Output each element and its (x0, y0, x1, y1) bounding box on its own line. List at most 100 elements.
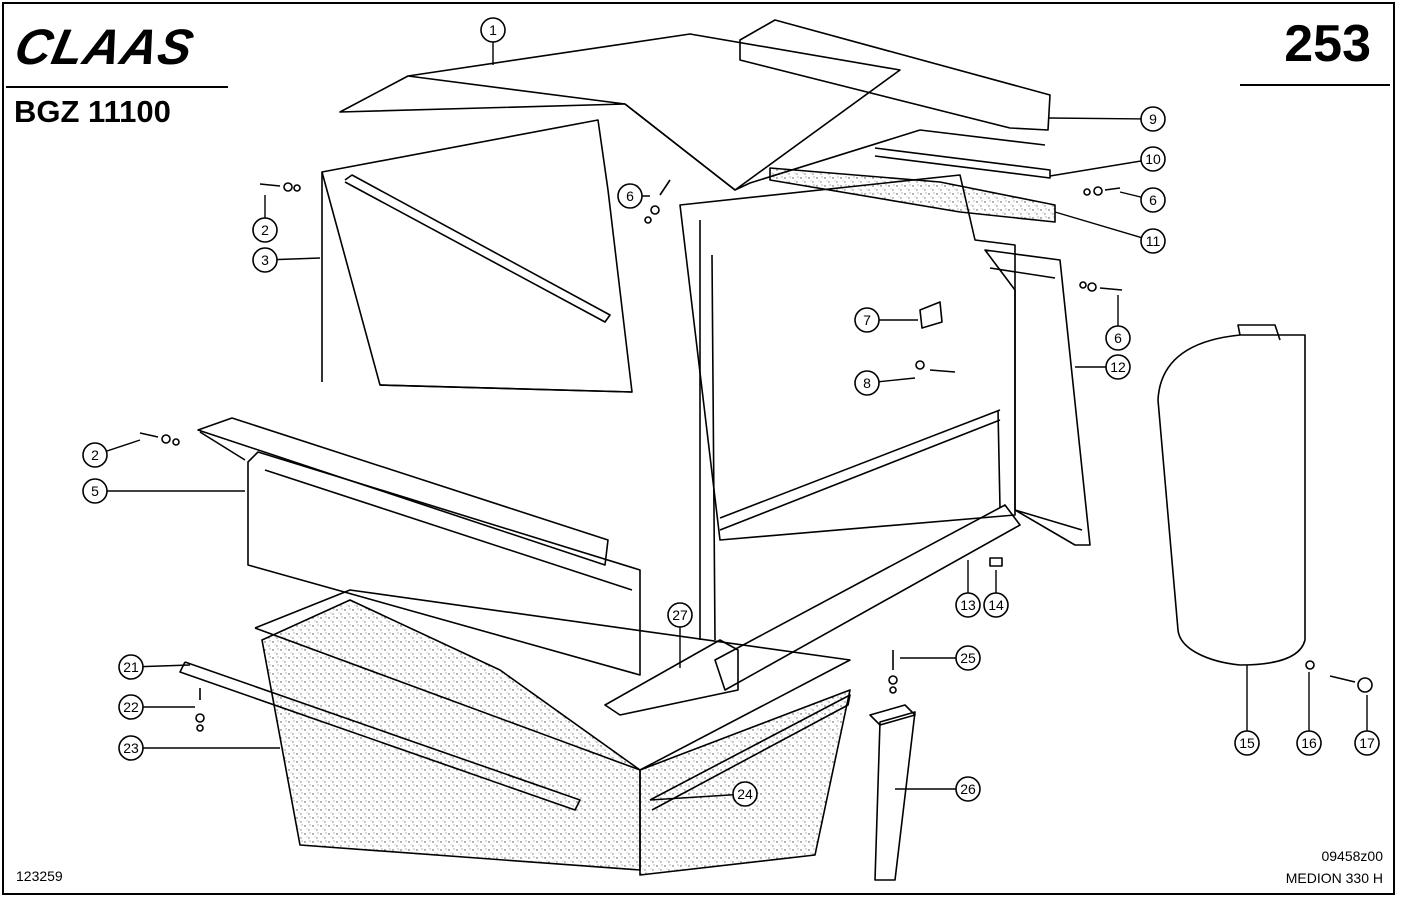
callout-23-rubber-apron: 23 (118, 735, 280, 761)
callout-circle (252, 217, 278, 243)
callout-6-bolt-washer: 6 (617, 183, 650, 209)
header-rule-left (6, 86, 228, 88)
callout-leader-line (1049, 158, 1154, 177)
callout-circle (955, 776, 981, 802)
callout-label: 14 (988, 597, 1004, 613)
callout-label: 5 (91, 483, 99, 499)
callout-leader-line (1047, 117, 1154, 120)
callout-circle (1140, 187, 1166, 213)
callout-label: 6 (626, 188, 634, 204)
callout-6-bolt-washer: 6 (1105, 295, 1131, 351)
callout-label: 25 (960, 650, 976, 666)
callout-22-bolt-washer: 22 (118, 694, 195, 720)
callout-2-bolt-washer: 2 (252, 195, 278, 243)
callout-label: 2 (91, 447, 99, 463)
callout-circle (82, 478, 108, 504)
part-left-side-panel (321, 119, 633, 393)
callout-3-left-side-panel: 3 (252, 247, 321, 273)
part-front-crossmember (197, 417, 641, 676)
callout-label: 23 (123, 740, 139, 756)
callout-5-front-crossmember: 5 (82, 478, 245, 504)
callout-circle (118, 654, 144, 680)
callout-circle (955, 592, 981, 618)
part-seal-strip (769, 167, 1056, 223)
callout-label: 24 (737, 786, 753, 802)
callout-circle (1140, 146, 1166, 172)
callout-circle (1296, 730, 1322, 756)
callout-circle (1354, 730, 1380, 756)
callout-27-corner-piece: 27 (667, 602, 693, 668)
callout-label: 13 (960, 597, 976, 613)
callout-label: 2 (261, 222, 269, 238)
callout-circle (82, 442, 108, 468)
callout-25-bolt-washer: 25 (900, 645, 981, 671)
callout-label: 27 (672, 607, 688, 623)
hardware-items (139, 179, 1373, 732)
callout-label: 15 (1239, 735, 1255, 751)
callout-circle (118, 694, 144, 720)
callout-label: 26 (960, 781, 976, 797)
callout-label: 16 (1301, 735, 1317, 751)
callout-2-bolt-washer: 2 (82, 439, 141, 468)
callout-12-frame: 12 (1075, 354, 1131, 380)
callout-9-edge-strip: 9 (1047, 106, 1166, 132)
machine-name: MEDION 330 H (1285, 870, 1383, 886)
callout-circle (1140, 106, 1166, 132)
callout-circle (1105, 325, 1131, 351)
callout-11-seal-strip: 11 (1054, 211, 1166, 254)
callout-label: 7 (863, 312, 871, 328)
callout-label: 8 (863, 375, 871, 391)
callout-14-clip: 14 (983, 570, 1009, 618)
callout-circle (983, 592, 1009, 618)
part-strap (869, 704, 916, 881)
callout-circle (118, 735, 144, 761)
callout-label: 9 (1149, 111, 1157, 127)
callout-1-top-panel: 1 (480, 17, 506, 65)
callout-label: 22 (123, 699, 139, 715)
part-side-cover (1157, 324, 1306, 666)
drawing-reference: 09458z00 (1321, 848, 1383, 864)
callout-circle (617, 183, 643, 209)
callout-label: 17 (1359, 735, 1375, 751)
part-top-panel (339, 33, 921, 191)
page-number: 253 (1284, 15, 1371, 73)
callout-label: 21 (123, 659, 139, 675)
callout-label: 11 (1146, 233, 1161, 249)
callout-circle (854, 307, 880, 333)
part-center-panel (679, 174, 1016, 641)
callout-leader-line (1054, 211, 1154, 242)
header-rule-right (1240, 84, 1390, 86)
callout-circle (732, 781, 758, 807)
figure-reference: 123259 (16, 868, 63, 884)
callout-15-side-cover: 15 (1234, 665, 1260, 756)
callout-label: 1 (489, 22, 497, 38)
callout-label: 10 (1145, 151, 1161, 167)
callout-circle (480, 17, 506, 43)
callout-circle (955, 645, 981, 671)
part-edge-strip (739, 19, 1051, 179)
callout-13-bottom-rail: 13 (955, 560, 981, 618)
callout-circle (854, 370, 880, 396)
callout-label: 6 (1149, 192, 1157, 208)
callout-21-clamp-strip: 21 (118, 654, 191, 680)
callout-8-bolt-nut: 8 (854, 370, 916, 396)
callout-label: 3 (261, 252, 269, 268)
callout-circle (1105, 354, 1131, 380)
part-bottom-rail (714, 504, 1021, 691)
callout-26-strap: 26 (895, 776, 981, 802)
callout-circle (1140, 228, 1166, 254)
callout-circle (1234, 730, 1260, 756)
callout-circle (252, 247, 278, 273)
callout-24-clamp-strip: 24 (649, 781, 758, 807)
callout-leader-line (649, 793, 746, 801)
callout-7-bracket: 7 (854, 307, 918, 333)
callout-circle (667, 602, 693, 628)
part-bracket (919, 301, 943, 329)
model-code: BGZ 11100 (14, 94, 171, 129)
callout-17-knob: 17 (1354, 695, 1380, 756)
callout-label: 6 (1114, 330, 1122, 346)
callout-16-washer: 16 (1296, 672, 1322, 756)
callout-6-bolt-washer: 6 (1119, 187, 1166, 213)
